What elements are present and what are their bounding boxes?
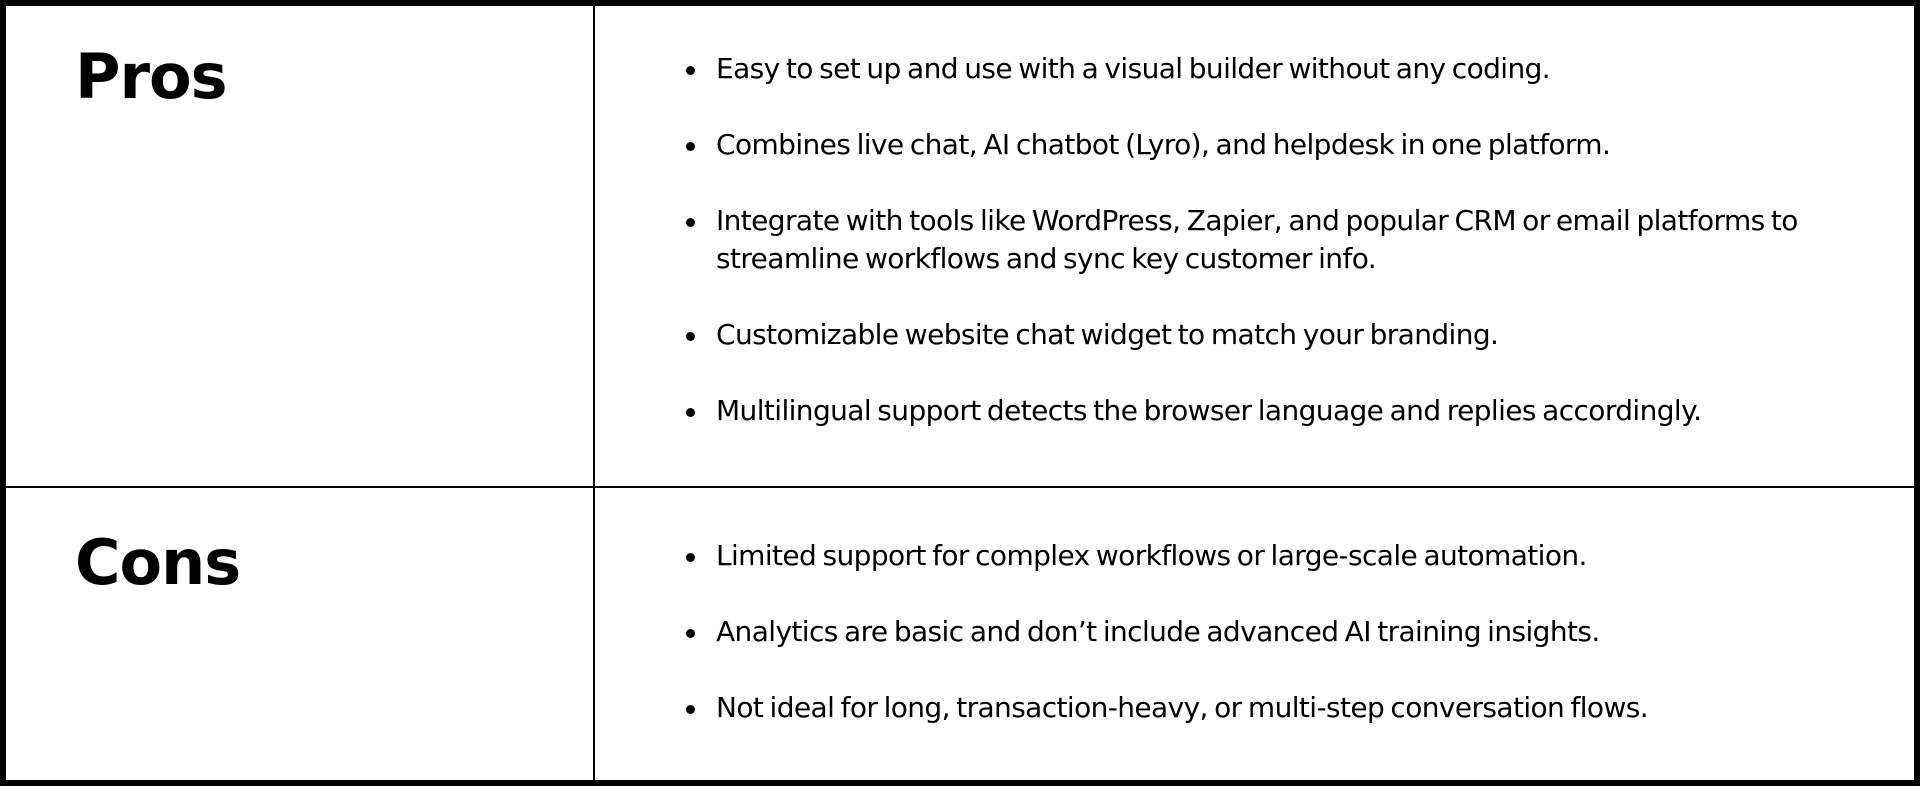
pros-list-item: Easy to set up and use with a visual bui… xyxy=(686,50,1870,88)
pros-list-item: Multilingual support detects the browser… xyxy=(686,392,1870,430)
pros-list-item: Combines live chat, AI chatbot (Lyro), a… xyxy=(686,126,1870,164)
cons-list: Limited support for complex workflows or… xyxy=(605,537,1920,765)
pros-label-cell xyxy=(6,6,595,488)
cons-heading: Cons xyxy=(75,526,241,599)
pros-heading: Pros xyxy=(75,40,228,113)
pros-list-item: Customizable website chat widget to matc… xyxy=(686,316,1870,354)
cons-label-cell xyxy=(6,488,595,780)
pros-content-cell xyxy=(595,6,1914,488)
pros-list-item: Integrate with tools like WordPress, Zap… xyxy=(686,202,1870,278)
cons-list-item: Limited support for complex workflows or… xyxy=(686,537,1870,575)
cons-list-item: Analytics are basic and don’t include ad… xyxy=(686,613,1870,651)
pros-list: Easy to set up and use with a visual bui… xyxy=(605,50,1920,468)
cons-list-item: Not ideal for long, transaction-heavy, o… xyxy=(686,689,1870,727)
